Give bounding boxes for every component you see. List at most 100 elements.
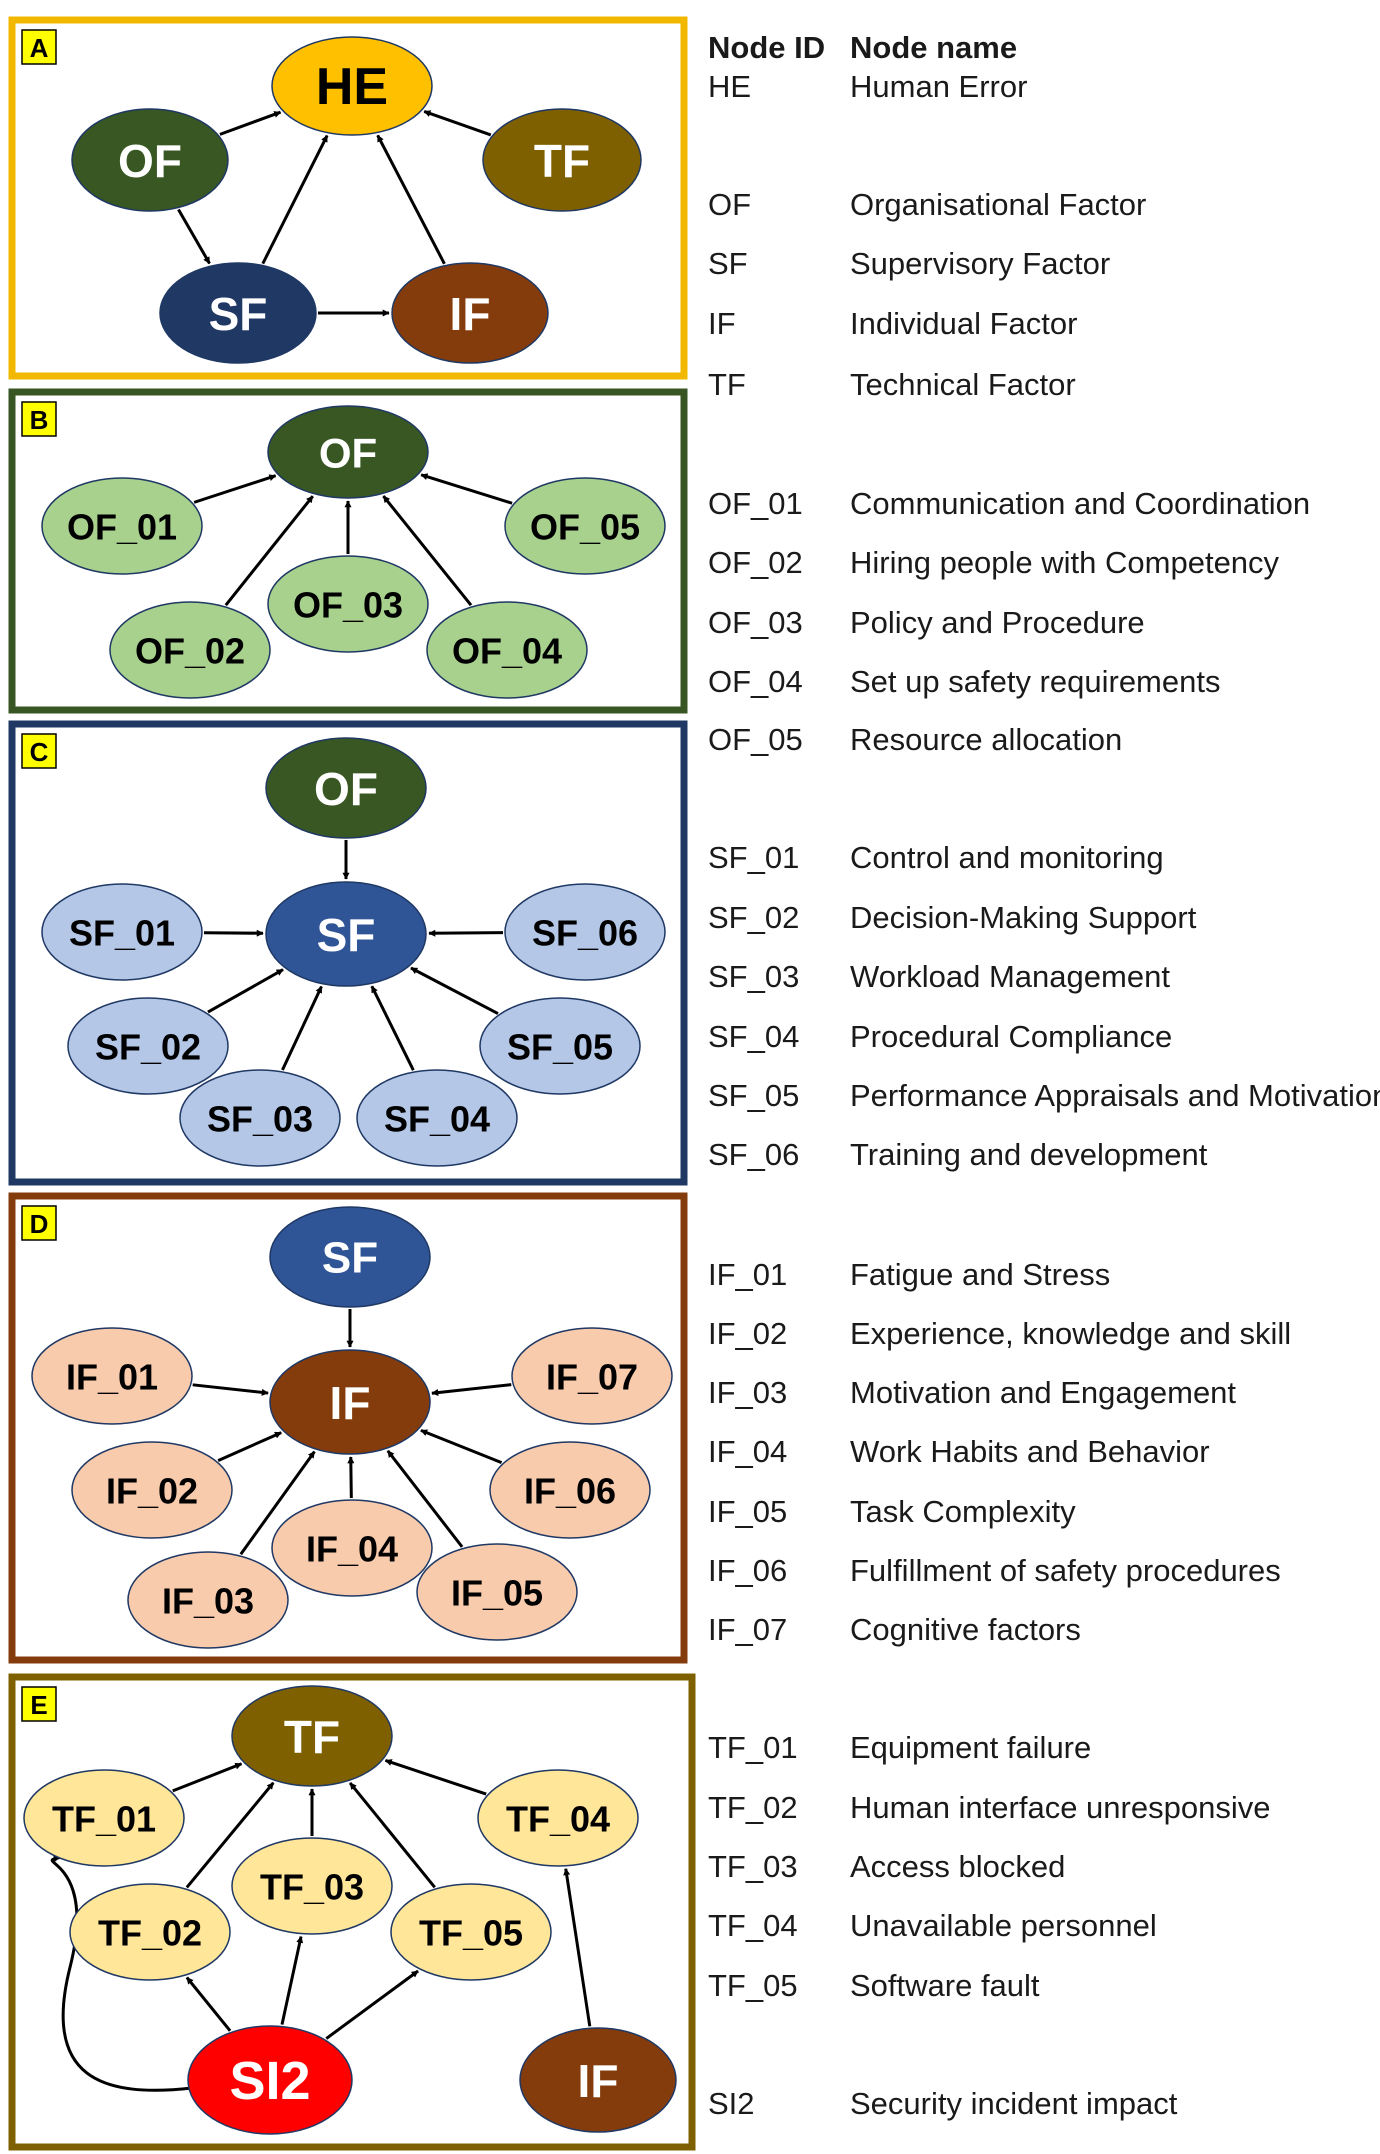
- legend-node-id: SF_06: [708, 1137, 800, 1172]
- node-label: TF_02: [98, 1913, 202, 1954]
- edge-of_01-of: [193, 474, 277, 504]
- edge-if_03-if: [239, 1450, 316, 1556]
- edge-sf-he: [261, 134, 329, 265]
- node-label: IF_02: [106, 1471, 198, 1512]
- legend-node-name: Supervisory Factor: [850, 246, 1111, 281]
- node-of_01: OF_01: [41, 477, 203, 575]
- node-sf_06: SF_06: [504, 883, 666, 981]
- node-if_01: IF_01: [31, 1327, 193, 1425]
- node-sf_02: SF_02: [67, 997, 229, 1095]
- edge-if-he: [376, 134, 446, 265]
- node-of: OF: [265, 737, 427, 839]
- node-shape: [269, 1206, 431, 1308]
- node-shape: [504, 477, 666, 575]
- node-tf_01: TF_01: [23, 1769, 185, 1867]
- legend-node-id: TF_04: [708, 1908, 798, 1943]
- node-sf_05: SF_05: [479, 997, 641, 1095]
- legend-node-id: TF_03: [708, 1849, 798, 1884]
- node-label: SF: [322, 1234, 378, 1283]
- node-label: SF_03: [207, 1099, 313, 1140]
- node-shape: [489, 1441, 651, 1539]
- node-tf: TF: [231, 1685, 393, 1787]
- legend-node-name: Fulfillment of safety procedures: [850, 1553, 1281, 1588]
- legend-node-name: Hiring people with Competency: [850, 545, 1280, 580]
- panel-tag-label: E: [30, 1690, 47, 1720]
- edges: [177, 110, 492, 317]
- legend-node-id: TF_05: [708, 1968, 798, 2003]
- legend-node-id: IF_03: [708, 1375, 788, 1410]
- node-shape: [426, 601, 588, 699]
- legend-node-id: IF_05: [708, 1494, 788, 1529]
- legend-node-name: Individual Factor: [850, 306, 1078, 341]
- legend-header-name: Node name: [850, 30, 1018, 65]
- edge-sf_04-sf: [370, 985, 415, 1071]
- node-shape: [31, 1327, 193, 1425]
- node-shape: [187, 2025, 353, 2135]
- node-label: OF_05: [530, 507, 640, 548]
- panel-tag: C: [21, 733, 57, 769]
- node-label: OF_02: [135, 631, 245, 672]
- node-label: OF_03: [293, 585, 403, 626]
- panel-tag-label: C: [30, 737, 49, 767]
- legend-node-id: SF_05: [708, 1078, 800, 1113]
- node-label: IF_01: [66, 1357, 158, 1398]
- legend-node-name: Communication and Coordination: [850, 486, 1311, 521]
- node-label: TF_04: [506, 1799, 610, 1840]
- node-label: IF: [578, 2055, 619, 2107]
- node-sf: SF: [269, 1206, 431, 1308]
- node-shape: [159, 262, 317, 364]
- legend-node-id: SF_03: [708, 959, 800, 994]
- edge-tf-he: [423, 110, 492, 137]
- edge-sf_02-sf: [207, 968, 284, 1014]
- edge-sf_05-sf: [410, 966, 499, 1015]
- node-shape: [271, 36, 433, 136]
- legend-node-name: Technical Factor: [850, 367, 1076, 402]
- legend-node-name: Set up safety requirements: [850, 664, 1221, 699]
- panel-tag: B: [21, 401, 57, 437]
- legend-node-name: Fatigue and Stress: [850, 1257, 1111, 1292]
- node-shape: [416, 1543, 578, 1641]
- edge-if_01-if: [192, 1383, 269, 1396]
- legend-node-name: Organisational Factor: [850, 187, 1147, 222]
- node-shape: [390, 1883, 552, 1981]
- legend-node-id: OF_02: [708, 545, 803, 580]
- legend-node-name: Procedural Compliance: [850, 1019, 1173, 1054]
- node-label: HE: [316, 58, 388, 116]
- edge-of_02-of: [224, 495, 314, 607]
- edge-sf_06-sf: [428, 929, 504, 937]
- edge-of_04-of: [382, 495, 473, 607]
- node-sf_04: SF_04: [356, 1069, 518, 1167]
- legend-node-name: Software fault: [850, 1968, 1040, 2003]
- edge-tf_01-tf: [172, 1762, 243, 1793]
- node-shape: [479, 997, 641, 1095]
- legend-header-id: Node ID: [708, 30, 826, 65]
- node-if: IF: [269, 1349, 431, 1455]
- legend-node-id: TF_02: [708, 1790, 798, 1825]
- node-label: SF_01: [69, 913, 175, 954]
- node-shape: [71, 108, 229, 212]
- node-of_03: OF_03: [267, 555, 429, 653]
- node-label: SI2: [229, 2051, 310, 2111]
- node-shape: [41, 477, 203, 575]
- legend-node-id: SF_01: [708, 840, 800, 875]
- edges: [203, 840, 504, 1071]
- node-label: SF: [209, 288, 268, 340]
- legend-node-id: TF: [708, 367, 746, 402]
- legend-node-name: Human Error: [850, 69, 1028, 104]
- legend-node-id: IF_06: [708, 1553, 788, 1588]
- legend-node-id: SF: [708, 246, 748, 281]
- edge-tf_05-tf: [348, 1781, 436, 1889]
- node-label: TF_03: [260, 1867, 364, 1908]
- node-of_04: OF_04: [426, 601, 588, 699]
- node-shape: [231, 1837, 393, 1935]
- node-label: OF: [118, 135, 182, 187]
- legend-node-id: IF_01: [708, 1257, 788, 1292]
- legend-node-id: IF_02: [708, 1316, 788, 1351]
- node-sf: SF: [159, 262, 317, 364]
- node-shape: [179, 1069, 341, 1167]
- legend-node-id: SF_04: [708, 1019, 800, 1054]
- edge-of-he: [219, 110, 282, 136]
- edge-si2-tf_03: [280, 1935, 304, 2025]
